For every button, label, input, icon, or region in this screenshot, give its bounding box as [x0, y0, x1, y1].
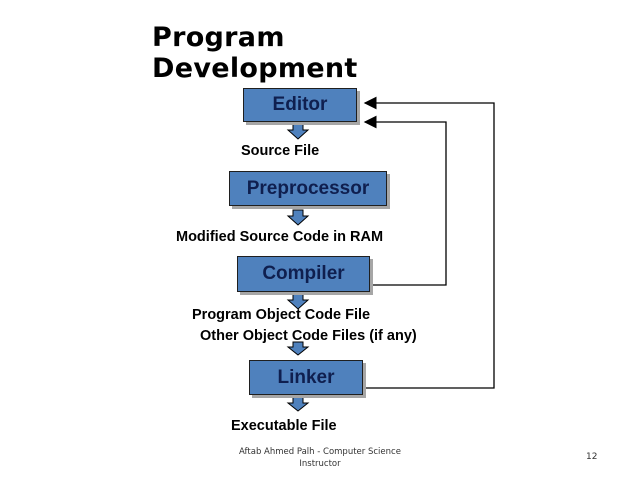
executable-file-label: Executable File	[231, 418, 337, 434]
feedback-linker-to-editor	[363, 96, 495, 389]
footer-line-1: Aftab Ahmed Palh - Computer Science	[239, 447, 401, 457]
preprocessor-box: Preprocessor	[229, 171, 387, 206]
source-file-label: Source File	[241, 143, 320, 159]
preprocessor-label: Preprocessor	[246, 177, 370, 199]
footer-author: Aftab Ahmed Palh - Computer Science Inst…	[232, 446, 408, 470]
linker-label: Linker	[277, 366, 335, 388]
down-arrow-editor	[286, 123, 310, 140]
footer-line-2: Instructor	[299, 459, 341, 469]
compiler-label: Compiler	[262, 263, 345, 284]
compiler-box: Compiler	[237, 256, 370, 292]
page-number: 12	[586, 452, 598, 462]
down-arrow-other-objects	[286, 341, 310, 356]
program-object-label: Program Object Code File	[192, 307, 371, 323]
slide-title: Program Development	[152, 22, 358, 84]
down-arrow-preprocessor	[286, 209, 310, 226]
down-arrow-compiler	[286, 293, 310, 310]
modified-source-label: Modified Source Code in RAM	[176, 229, 384, 245]
linker-box: Linker	[249, 360, 363, 395]
editor-label: Editor	[272, 94, 328, 115]
feedback-compiler-to-editor	[363, 115, 447, 286]
editor-box: Editor	[243, 88, 357, 122]
down-arrow-linker	[286, 396, 310, 412]
other-object-label: Other Object Code Files (if any)	[200, 328, 417, 344]
